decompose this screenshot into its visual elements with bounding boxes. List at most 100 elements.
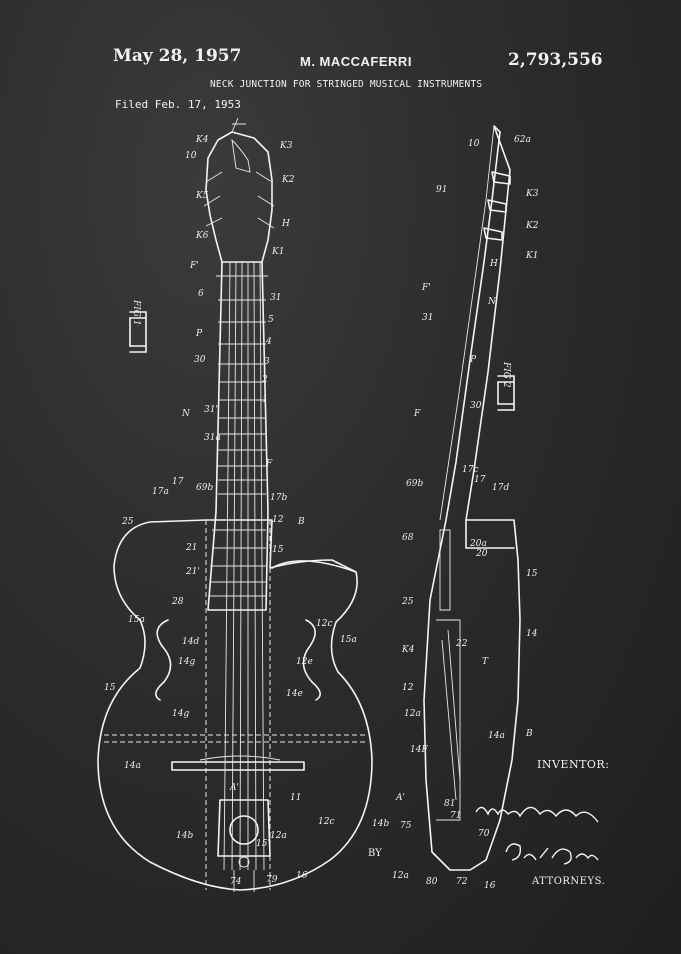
side-ref-label: K4 bbox=[401, 645, 415, 655]
front-ref-label: K1 bbox=[271, 247, 284, 257]
inventor-signature bbox=[475, 806, 599, 823]
patent-title: NECK JUNCTION FOR STRINGED MUSICAL INSTR… bbox=[210, 79, 483, 90]
front-ref-label: 11 bbox=[290, 793, 301, 803]
front-ref-label: 4 bbox=[265, 337, 272, 347]
front-ref-label: B bbox=[297, 517, 305, 527]
front-ref-label: 14a bbox=[124, 761, 141, 771]
front-ref-label: 10 bbox=[185, 151, 197, 161]
front-ref-label: 12e bbox=[296, 657, 313, 667]
side-ref-label: 12a bbox=[404, 709, 421, 719]
side-ref-label: T bbox=[482, 657, 489, 667]
front-ref-label: K2 bbox=[281, 175, 295, 185]
front-ref-label: 5 bbox=[268, 315, 274, 325]
side-ref-label: P bbox=[469, 355, 477, 365]
fig1-label: FIG 1 bbox=[131, 299, 141, 326]
side-ref-label: 69b bbox=[406, 479, 423, 489]
side-ref-label: 10 bbox=[468, 139, 480, 149]
fig1-front-view bbox=[97, 117, 373, 892]
side-ref-label: 12a bbox=[392, 871, 409, 881]
front-ref-label: F bbox=[265, 459, 273, 469]
side-ref-label: 15 bbox=[526, 569, 538, 579]
side-ref-label: 71 bbox=[450, 811, 461, 821]
by-label: BY bbox=[368, 848, 382, 859]
filed-date: Filed Feb. 17, 1953 bbox=[115, 98, 241, 111]
side-ref-label: F' bbox=[421, 283, 431, 293]
front-ref-label: 17a bbox=[152, 487, 169, 497]
front-ref-label: 14d bbox=[182, 637, 199, 647]
front-ref-label: 12a bbox=[270, 831, 287, 841]
side-ref-label: 22 bbox=[455, 639, 468, 649]
front-ref-label: 16 bbox=[296, 871, 308, 881]
patent-number: 2,793,556 bbox=[508, 50, 603, 70]
side-ref-label: 20a bbox=[469, 539, 487, 549]
front-ref-label: 12c bbox=[318, 817, 335, 827]
front-ref-label: 69b bbox=[196, 483, 213, 493]
side-ref-label: 17c bbox=[462, 465, 479, 475]
front-ref-label: 17b bbox=[270, 493, 287, 503]
front-ref-label: H bbox=[281, 219, 290, 229]
side-ref-label: 75 bbox=[400, 821, 412, 831]
front-ref-label: 12c bbox=[316, 619, 333, 629]
side-ref-label: K1 bbox=[525, 251, 538, 261]
side-ref-label: K2 bbox=[525, 221, 539, 231]
front-ref-label: 15a bbox=[340, 635, 357, 645]
front-ref-label: 1 bbox=[262, 395, 268, 405]
front-ref-label: 31a bbox=[204, 433, 221, 443]
front-ref-label: 15' bbox=[256, 839, 270, 849]
front-ref-label: 17 bbox=[172, 477, 184, 487]
front-ref-label: 15 bbox=[272, 545, 284, 555]
side-ref-label: F bbox=[413, 409, 421, 419]
front-ref-label: 14g bbox=[172, 709, 189, 719]
front-ref-label: 30 bbox=[194, 355, 206, 365]
side-ref-label: 14F bbox=[410, 745, 428, 755]
side-ref-label: B bbox=[525, 729, 533, 739]
front-ref-label: 15a bbox=[128, 615, 145, 625]
side-ref-label: 80 bbox=[426, 877, 438, 887]
inventor-label: INVENTOR: bbox=[537, 758, 610, 771]
front-ref-label: K5 bbox=[195, 191, 209, 201]
attorneys-label: ATTORNEYS. bbox=[532, 876, 606, 887]
side-ref-label: 17 bbox=[474, 475, 486, 485]
front-ref-label: 31 bbox=[270, 293, 281, 303]
front-ref-label: P bbox=[195, 329, 203, 339]
front-ref-label: 74 bbox=[230, 877, 242, 887]
front-ref-label: 15 bbox=[104, 683, 116, 693]
front-ref-label: K3 bbox=[279, 141, 293, 151]
front-ref-label: 14b bbox=[372, 819, 389, 829]
side-ref-label: 30 bbox=[470, 401, 482, 411]
front-ref-label: 31' bbox=[204, 405, 218, 415]
side-ref-label: H bbox=[489, 259, 498, 269]
side-ref-label: 17d bbox=[492, 483, 509, 493]
side-ref-label: 68 bbox=[402, 533, 414, 543]
front-ref-label: 12 bbox=[272, 515, 284, 525]
side-ref-label: 70 bbox=[478, 829, 490, 839]
front-ref-label: K6 bbox=[195, 231, 209, 241]
front-ref-label: 14e bbox=[286, 689, 303, 699]
front-ref-label: 6 bbox=[198, 289, 204, 299]
side-ref-label: 14a bbox=[488, 731, 505, 741]
front-ref-label: 14b bbox=[176, 831, 193, 841]
front-ref-label: F' bbox=[189, 261, 199, 271]
front-ref-label: 79 bbox=[266, 875, 278, 885]
side-ref-label: 14 bbox=[526, 629, 538, 639]
front-ref-label: A' bbox=[229, 783, 239, 793]
front-ref-label: 3 bbox=[264, 357, 270, 367]
side-ref-label: A' bbox=[395, 793, 405, 803]
side-ref-label: 25 bbox=[401, 597, 414, 607]
front-ref-label: 25 bbox=[121, 517, 134, 527]
inventor-name: M. MACCAFERRI bbox=[300, 54, 412, 69]
fig2-side-view bbox=[423, 125, 521, 871]
front-ref-label: 2 bbox=[261, 375, 268, 385]
side-ref-label: 91 bbox=[436, 185, 447, 195]
side-ref-label: 62a bbox=[514, 135, 531, 145]
fig2-label: FIG 2 bbox=[501, 361, 511, 388]
side-ref-label: K3 bbox=[525, 189, 539, 199]
attorney-signature bbox=[505, 843, 599, 865]
front-ref-label: 21 bbox=[185, 543, 197, 553]
side-ref-label: 20 bbox=[475, 549, 488, 559]
front-ref-label: K4 bbox=[195, 135, 209, 145]
side-ref-label: 81 bbox=[444, 799, 455, 809]
side-ref-label: N bbox=[487, 297, 497, 307]
